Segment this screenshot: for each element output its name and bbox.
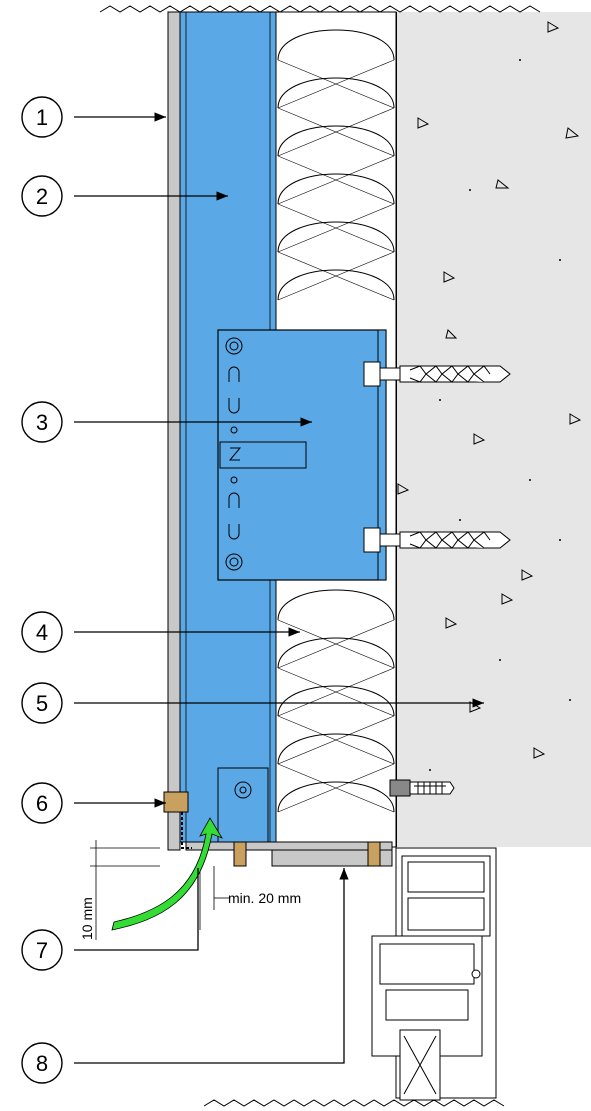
callout-7: 7	[21, 929, 63, 971]
svg-text:7: 7	[36, 938, 48, 963]
callout-8: 8	[21, 1042, 63, 1084]
curved-arrow-icon	[111, 817, 223, 931]
cladding-panel	[167, 11, 181, 851]
svg-text:3: 3	[36, 410, 48, 435]
break-line-top	[99, 5, 541, 13]
svg-text:1: 1	[36, 105, 48, 130]
callout-3: 3	[21, 401, 63, 443]
svg-text:8: 8	[36, 1051, 48, 1076]
dimension-lines	[90, 840, 230, 940]
svg-text:5: 5	[36, 691, 48, 716]
mounting-bracket	[217, 329, 387, 581]
callout-6: 6	[21, 782, 63, 824]
bottom-profile	[163, 767, 393, 867]
svg-text:4: 4	[36, 620, 48, 645]
callout-2: 2	[21, 175, 63, 217]
dimension-vertical-label: 10 mm	[79, 897, 95, 940]
window-profile-icon	[371, 847, 497, 1101]
callout-1: 1	[21, 96, 63, 138]
callout-5: 5	[21, 682, 63, 724]
callout-4: 4	[21, 611, 63, 653]
concrete-wall	[395, 12, 591, 847]
break-line-bottom	[203, 1099, 505, 1107]
wall-anchor-icon	[363, 361, 511, 797]
leader-lines	[74, 112, 484, 1064]
svg-text:2: 2	[36, 184, 48, 209]
dimension-horizontal-label: min. 20 mm	[228, 890, 301, 906]
callout-markers: 1 2 3 4 5 6 7 8	[21, 96, 63, 1084]
svg-text:6: 6	[36, 791, 48, 816]
